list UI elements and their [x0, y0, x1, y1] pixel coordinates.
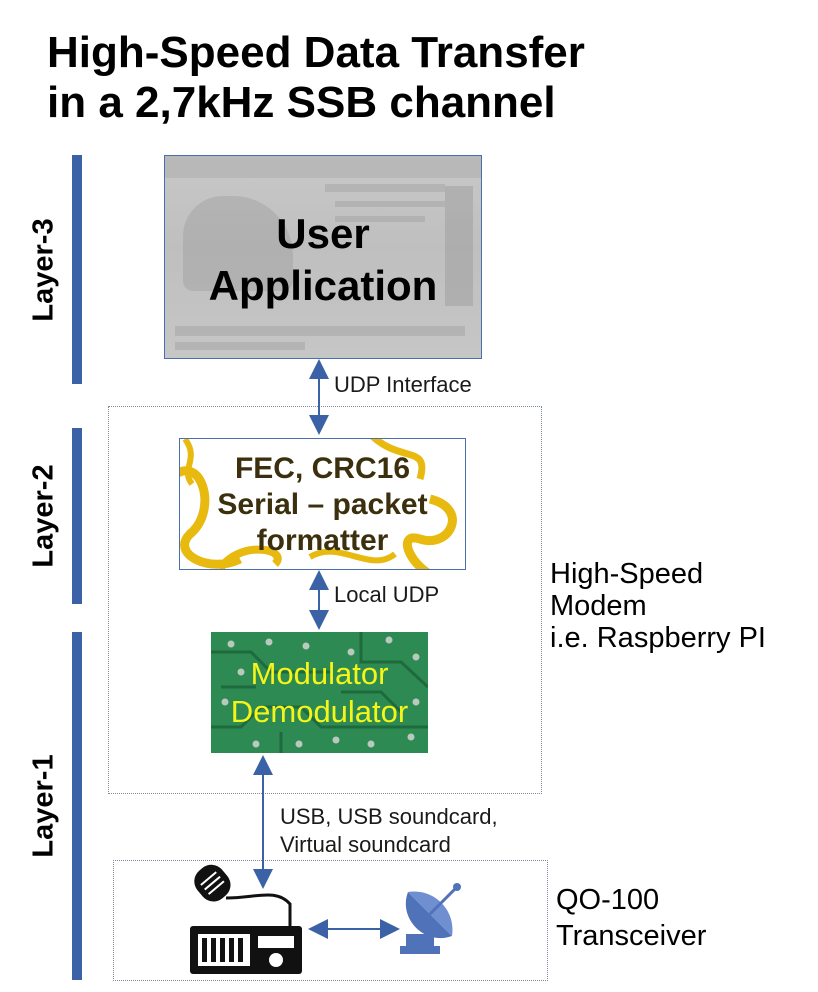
mod-line-1: Modulator	[250, 656, 389, 691]
diagram-title: High-Speed Data Transfer in a 2,7kHz SSB…	[47, 28, 585, 128]
fec-line-2: Serial – packet	[217, 488, 428, 521]
modem-group-label: High-Speed Modem i.e. Raspberry PI	[550, 558, 766, 654]
fec-line-1: FEC, CRC16	[234, 452, 411, 485]
circuit-board-texture	[211, 632, 428, 753]
usb-label-line-1: USB, USB soundcard,	[280, 804, 498, 829]
layer-3-bar	[72, 155, 82, 384]
layer-2-label: Layer-2	[27, 464, 60, 568]
swirl-background-decoration	[180, 439, 457, 569]
transceiver-group-line-2: Transceiver	[556, 920, 707, 952]
fec-line-3: formatter	[256, 524, 389, 557]
modem-group-line-3: i.e. Raspberry PI	[550, 622, 766, 654]
satellite-dish-icon	[400, 883, 461, 954]
usb-label: USB, USB soundcard, Virtual soundcard	[280, 803, 498, 859]
user-application-label: User Application	[165, 208, 481, 312]
layer-1-bar	[72, 632, 82, 980]
title-line-1: High-Speed Data Transfer	[47, 28, 585, 77]
user-application-block: User Application	[164, 155, 482, 359]
user-app-line-1: User	[276, 210, 370, 257]
modem-group-line-2: Modem	[550, 590, 647, 622]
fec-crc-label: FEC, CRC16 Serial – packet formatter	[180, 451, 465, 559]
layer-2-bar	[72, 428, 82, 604]
modem-group-line-1: High-Speed	[550, 558, 704, 590]
user-app-line-2: Application	[208, 262, 438, 309]
layer-3-label: Layer-3	[27, 218, 60, 322]
title-line-2: in a 2,7kHz SSB channel	[47, 78, 556, 127]
transceiver-group-label: QO-100 Transceiver	[556, 882, 706, 954]
layer-1-label: Layer-1	[27, 754, 60, 858]
modulator-demodulator-label: Modulator Demodulator	[211, 655, 428, 731]
usb-label-line-2: Virtual soundcard	[280, 832, 451, 857]
modulator-demodulator-block: Modulator Demodulator	[211, 632, 428, 753]
radio-transceiver-icon	[190, 864, 302, 974]
transceiver-group-box	[113, 860, 548, 981]
udp-interface-label: UDP Interface	[334, 372, 472, 397]
fec-crc-block: FEC, CRC16 Serial – packet formatter	[179, 438, 466, 570]
local-udp-label: Local UDP	[334, 582, 440, 607]
transceiver-group-line-1: QO-100	[556, 884, 660, 916]
mod-line-2: Demodulator	[230, 694, 409, 729]
